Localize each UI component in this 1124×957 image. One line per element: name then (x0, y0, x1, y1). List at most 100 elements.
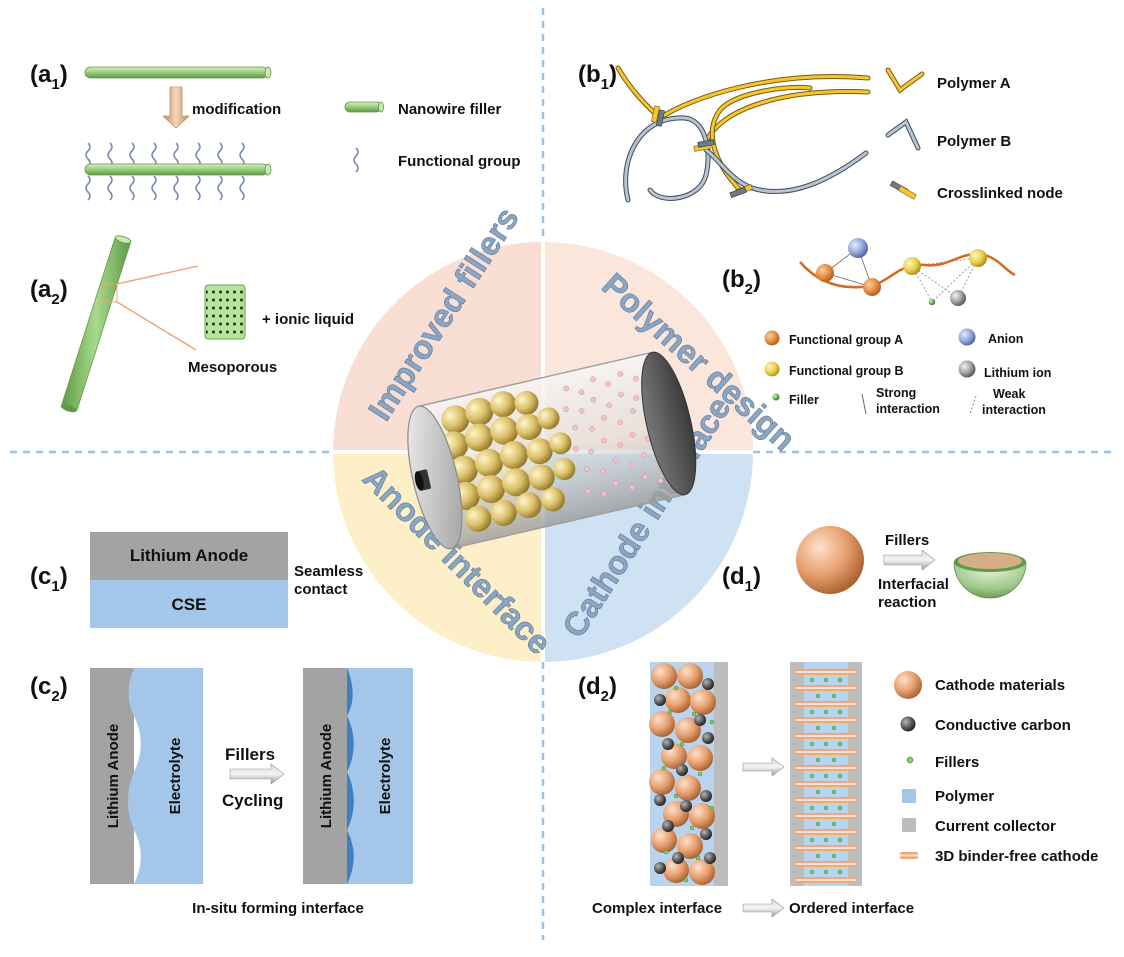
functional-group-a-legend-icon (764, 330, 780, 346)
d1-interfacial-text-1: Interfacial (878, 576, 949, 593)
ordered-electrode (790, 662, 862, 886)
nanowire-legend-icon (344, 101, 384, 113)
zoom-line-bottom (116, 301, 197, 351)
d1-cathode-sphere (796, 526, 864, 594)
nanowire-top (84, 66, 272, 79)
d1-fillers-text: Fillers (885, 532, 929, 549)
conductive-carbon-legend-icon (900, 716, 916, 732)
c2-arrow-icon (229, 763, 285, 785)
panel-b1: (b1) Polymer A (578, 61, 1063, 203)
lithium-ion-text: Lithium ion (984, 366, 1051, 380)
crosslinked-node-legend-icon (889, 180, 917, 200)
panel-a1: (a1) modification (30, 61, 520, 201)
complex-electrode (649, 662, 728, 886)
c1-anode-layer (90, 532, 288, 580)
functional-group-legend-icon (353, 147, 359, 173)
c2-electrolyte-text-left: Electrolyte (167, 738, 184, 815)
polymer-network (615, 65, 871, 203)
zoom-line-top (116, 265, 199, 285)
c1-anode-text: Lithium Anode (130, 546, 248, 565)
battery-cylinder (407, 351, 697, 550)
polymer-legend-text: Polymer (935, 788, 994, 805)
panel-d1: (d1) Fillers Interfacial reaction (722, 526, 1027, 611)
binder-free-legend-icon (900, 852, 918, 859)
nanowire-legend-text: Nanowire filler (398, 101, 502, 118)
strong-interaction-icon (861, 393, 867, 415)
d1-interfacial-text-2: reaction (878, 594, 936, 611)
complex-interface-text: Complex interface (592, 900, 722, 917)
c2-anode-text-left: Lithium Anode (105, 724, 122, 828)
c2-cycling-text: Cycling (222, 791, 283, 810)
ordered-interface-text: Ordered interface (789, 900, 914, 917)
c2-caption: In-situ forming interface (192, 900, 364, 917)
modification-arrow-icon (162, 86, 190, 129)
weak-interaction-text-1: Weak (993, 387, 1025, 401)
functional-group-b-legend-icon (764, 361, 780, 377)
panel-d2: (d2) (578, 662, 1098, 918)
interaction-chain (799, 238, 1016, 306)
panel-label-c2: (c2) (30, 673, 68, 705)
strong-interaction-text-2: interaction (876, 402, 940, 416)
crosslinked-node-text: Crosslinked node (937, 185, 1063, 202)
modified-nanowire (84, 142, 272, 201)
c2-interface-layer (347, 668, 354, 884)
panel-label-b1: (b1) (578, 61, 617, 93)
polymer-b-text: Polymer B (937, 133, 1011, 150)
c2-anode-text-right: Lithium Anode (318, 724, 335, 828)
anion-legend-icon (958, 328, 976, 346)
polymer-b-legend-icon (885, 118, 921, 151)
polymer-legend-icon (902, 789, 916, 803)
ionic-liquid-text: + ionic liquid (262, 311, 354, 328)
d1-coated-hemisphere (953, 552, 1027, 599)
fillers-legend-text: Fillers (935, 754, 979, 771)
binder-free-text: 3D binder-free cathode (935, 848, 1098, 865)
polymer-a-text: Polymer A (937, 75, 1011, 92)
panel-label-c1: (c1) (30, 563, 68, 595)
c2-anode-left (90, 668, 134, 884)
panel-c2: (c2) Lithium Anode Electrolyte Fillers C… (30, 668, 413, 917)
fillers-legend-icon (906, 756, 914, 764)
c2-electrolyte-text-right: Electrolyte (377, 738, 394, 815)
modification-text: modification (192, 101, 281, 118)
panel-a2: (a2) + ionic liquid Mesoporous (30, 235, 354, 413)
panel-label-d1: (d1) (722, 563, 761, 595)
c2-fillers-text: Fillers (225, 745, 275, 764)
vertical-nanowire (60, 235, 132, 413)
weak-interaction-icon (969, 395, 977, 415)
functional-group-a-text: Functional group A (789, 333, 903, 347)
lithium-ion-legend-icon (958, 360, 976, 378)
filler-text: Filler (789, 393, 819, 407)
mesoporous-text: Mesoporous (188, 359, 277, 376)
d2-caption-arrow-icon (742, 898, 785, 918)
seamless-text-1: Seamless (294, 563, 363, 580)
c2-electrolyte-right (347, 668, 413, 884)
seamless-text-2: contact (294, 581, 347, 598)
d1-arrow-icon (883, 549, 936, 571)
strong-interaction-text-1: Strong (876, 386, 916, 400)
panel-label-b2: (b2) (722, 266, 761, 298)
quadrant-dividers (10, 8, 1115, 940)
conductive-carbon-text: Conductive carbon (935, 717, 1071, 734)
mesoporous-block-icon (204, 284, 246, 340)
c1-cse-layer (90, 580, 288, 628)
c1-cse-text: CSE (172, 595, 207, 614)
functional-group-legend-text: Functional group (398, 153, 520, 170)
filler-legend-icon (772, 393, 780, 401)
polymer-a-legend-icon (885, 67, 925, 94)
panel-c1: (c1) Lithium Anode CSE Seamless contact (30, 532, 363, 628)
panel-label-d2: (d2) (578, 673, 617, 705)
functional-group-b-text: Functional group B (789, 364, 904, 378)
panel-b2: (b2) Functional group A (722, 238, 1051, 417)
cathode-materials-legend-icon (894, 671, 922, 699)
current-collector-text: Current collector (935, 818, 1056, 835)
crosslinked-nodes (651, 105, 753, 198)
current-collector-legend-icon (902, 818, 916, 832)
cathode-materials-text: Cathode materials (935, 677, 1065, 694)
anion-text: Anion (988, 332, 1023, 346)
c2-anode-right (303, 668, 347, 884)
c2-electrolyte-left (128, 668, 203, 884)
weak-interaction-text-2: interaction (982, 403, 1046, 417)
panel-label-a2: (a2) (30, 276, 68, 308)
panel-label-a1: (a1) (30, 61, 68, 93)
